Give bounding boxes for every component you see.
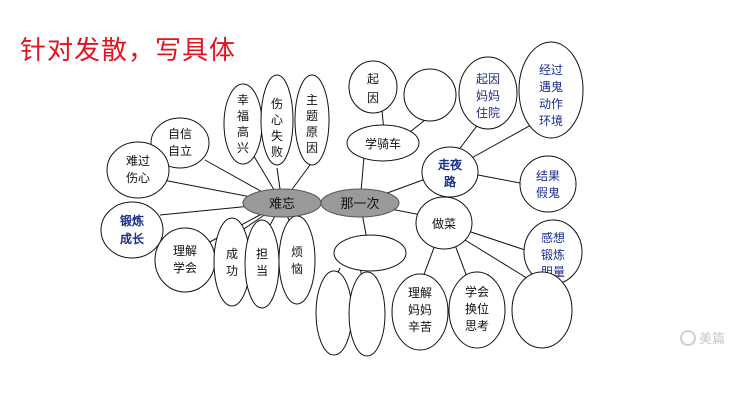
hub-text: 那一次 — [340, 196, 379, 212]
watermark: 美篇 — [680, 328, 725, 347]
node-text: 环境 — [539, 113, 563, 128]
node-text: 妈妈 — [408, 303, 432, 317]
node-text: 原 — [306, 125, 318, 139]
node-jieguo: 结果 假鬼 — [519, 155, 577, 213]
node-text: 烦 — [291, 245, 303, 259]
node-duanlian: 锻炼 成长 — [100, 201, 164, 259]
connector-line — [477, 174, 521, 184]
node-text: 兴 — [237, 141, 249, 155]
node-fannao: 烦 恼 — [278, 215, 316, 305]
node-text: 动作 — [539, 97, 563, 111]
node-text: 恼 — [291, 262, 303, 276]
node-text: 伤心 — [126, 171, 150, 185]
node-qiyin-short: 起 因 — [348, 60, 398, 114]
node-text: 结果 — [536, 169, 560, 183]
node-text: 理解 — [173, 244, 197, 258]
node-text: 自立 — [168, 143, 192, 158]
node-text: 当 — [256, 264, 268, 278]
hub-nanwang: 难忘 — [242, 188, 322, 218]
node-qiyin-mama: 起因 妈妈 住院 — [458, 56, 518, 130]
node-text: 成长 — [120, 231, 145, 246]
watermark-text: 美篇 — [699, 332, 726, 347]
node-text: 辛苦 — [408, 320, 432, 334]
node-zouyelu: 走夜 路 — [421, 146, 479, 198]
node-text: 起因 — [476, 72, 500, 86]
node-text: 难过 — [126, 154, 150, 168]
node-text: 起 — [367, 72, 379, 86]
node-text: 走夜 — [438, 157, 463, 172]
connector-line — [464, 229, 526, 251]
node-text: 担 — [256, 247, 268, 261]
node-text: 学骑车 — [365, 136, 401, 151]
node-chenggong: 成 功 — [213, 217, 251, 307]
node-empty-bottom-left — [315, 270, 353, 356]
node-text: 做菜 — [432, 216, 456, 231]
node-text: 失 — [271, 128, 283, 143]
node-text: 高 — [237, 124, 249, 139]
node-empty-bottom-mid — [348, 271, 386, 357]
node-xingfu: 幸 福 高 兴 — [223, 83, 263, 165]
node-ganxiang: 感想 锻炼 胆量 — [523, 219, 583, 285]
node-xuehui-huanwei: 学会 换位 思考 — [448, 271, 506, 349]
node-text: 因 — [367, 91, 379, 105]
node-text: 败 — [271, 144, 283, 159]
node-empty-top — [403, 68, 457, 122]
node-text: 福 — [237, 108, 249, 123]
node-jingguo: 经过 遇鬼 动作 环境 — [518, 41, 584, 139]
node-text: 遇鬼 — [539, 79, 563, 94]
node-lijie-mama: 理解 妈妈 辛苦 — [391, 273, 449, 351]
node-text: 思考 — [465, 319, 489, 333]
node-text: 学会 — [173, 260, 197, 275]
connector-line — [464, 239, 531, 281]
node-text: 锻炼 — [120, 213, 144, 228]
node-text: 伤 — [271, 97, 283, 111]
node-text: 自信 — [168, 127, 192, 141]
node-text: 幸 — [237, 93, 249, 107]
node-text: 感想 — [541, 230, 565, 245]
node-text: 换位 — [465, 301, 489, 316]
node-dandang: 担 当 — [244, 219, 280, 309]
node-text: 因 — [306, 141, 318, 155]
node-zixin: 自信 自立 — [150, 117, 210, 169]
node-text: 假鬼 — [536, 185, 560, 200]
node-text: 成 — [226, 247, 238, 261]
node-text: 题 — [306, 109, 318, 123]
connector-line — [467, 119, 541, 161]
node-nanguo: 难过 伤心 — [106, 141, 170, 199]
node-text: 妈妈 — [476, 89, 500, 103]
hub-nayici: 那一次 — [320, 188, 400, 218]
page-title: 针对发散，写具体 — [20, 36, 237, 66]
node-zuocai: 做菜 — [415, 196, 473, 250]
node-xueqiche: 学骑车 — [346, 124, 420, 162]
node-text: 经过 — [539, 63, 563, 77]
node-empty-far-right — [511, 271, 573, 349]
node-text: 主 — [306, 93, 318, 107]
node-shangxin: 伤 心 失 败 — [260, 74, 294, 166]
node-text: 学会 — [465, 284, 489, 299]
node-text: 理解 — [408, 286, 432, 300]
watermark-logo-icon — [680, 330, 696, 346]
node-text: 锻炼 — [541, 247, 565, 262]
node-empty-center — [333, 234, 407, 272]
node-text: 心 — [271, 113, 283, 127]
node-text: 路 — [444, 174, 457, 189]
node-lijie-xuehui: 理解 学会 — [154, 227, 216, 293]
node-text: 住院 — [476, 106, 500, 120]
node-zhuti: 主 题 原 因 — [294, 74, 330, 166]
hub-text: 难忘 — [269, 197, 295, 212]
node-text: 功 — [226, 264, 238, 278]
